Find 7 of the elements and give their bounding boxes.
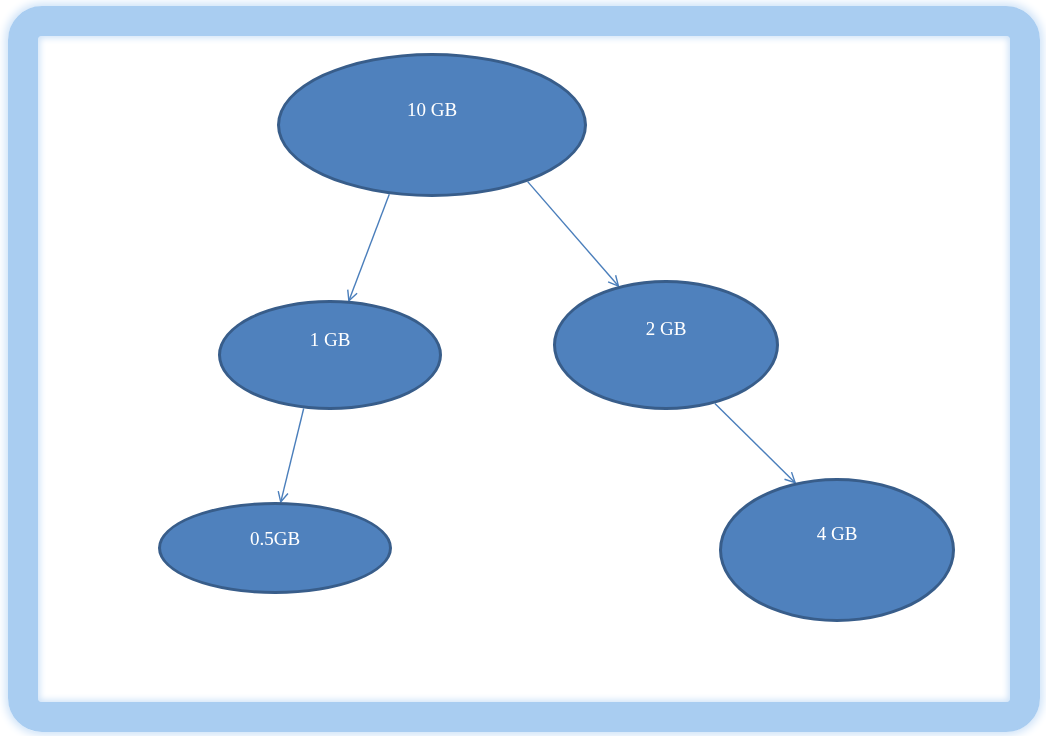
- node-label: 10 GB: [406, 99, 458, 121]
- arrow: [526, 180, 620, 287]
- node-label: 1 GB: [309, 329, 351, 351]
- node-label: 0.5GB: [249, 528, 301, 550]
- node-label: 4 GB: [816, 523, 858, 545]
- arrow: [714, 402, 796, 484]
- node-label: 2 GB: [645, 318, 687, 340]
